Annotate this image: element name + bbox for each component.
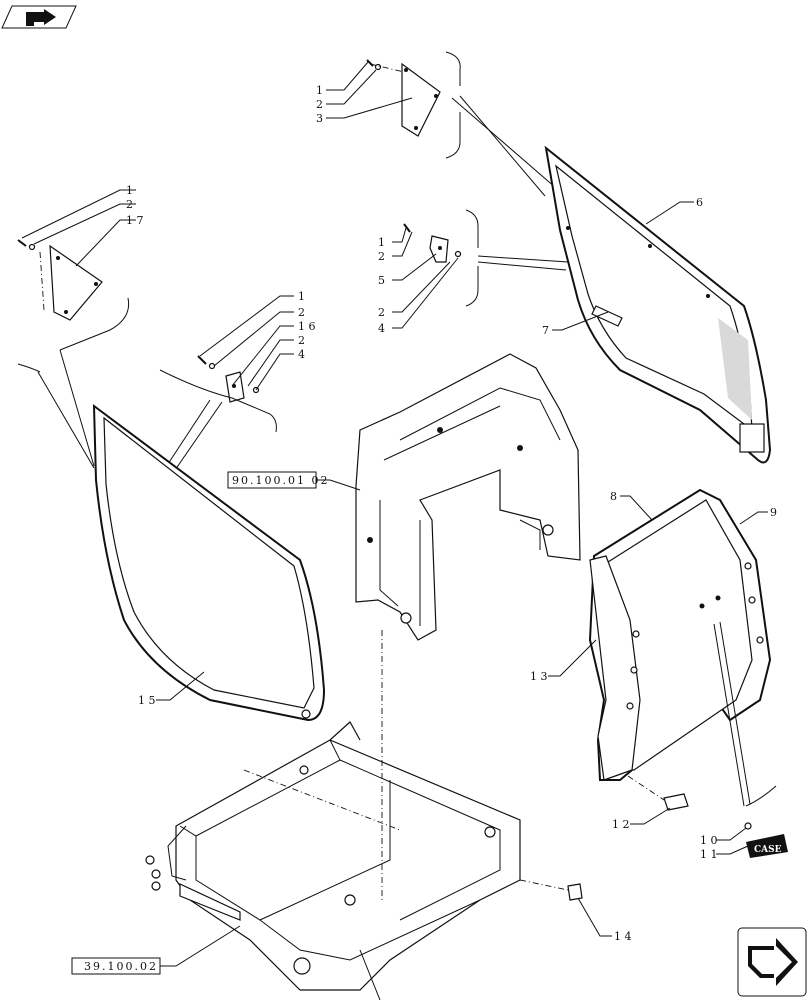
rear-cowl-panel: [588, 488, 772, 781]
spacer-bushing: [519, 879, 583, 901]
cab-frame-assembly: [355, 353, 581, 641]
callout-15: 1 5: [138, 694, 156, 707]
reference-chassis[interactable]: 39.100.02: [71, 957, 161, 975]
callout-2: 2: [378, 250, 385, 263]
left-gusset-bracket: [17, 239, 103, 321]
side-window-hinge: [197, 355, 260, 403]
callout-13: 1 3: [530, 670, 548, 683]
callout-1: 1: [298, 290, 305, 303]
callout-14: 1 4: [614, 930, 632, 943]
callout-4: 4: [378, 322, 385, 335]
callout-2: 2: [298, 306, 305, 319]
emblem-text: CASE: [754, 845, 782, 855]
upper-gusset-bracket: [366, 59, 441, 137]
side-window-glass: [92, 403, 326, 722]
reference-cab-frame[interactable]: 90.100.01 02: [227, 471, 329, 489]
callout-2: 2: [126, 198, 133, 211]
callout-7: 7: [542, 324, 549, 337]
callout-6: 6: [696, 196, 703, 209]
callout-11: 1 1: [700, 848, 718, 861]
callout-9: 9: [770, 506, 777, 519]
back-arrow-icon[interactable]: [1, 5, 77, 29]
cowl-bolt: [627, 775, 689, 811]
callout-12: 1 2: [612, 818, 630, 831]
callout-3: 3: [316, 112, 323, 125]
callout-1: 1: [126, 184, 133, 197]
callout-4: 4: [298, 348, 305, 361]
leader-lines: [21, 61, 768, 967]
reference-cab-frame-text: 90.100.01 02: [232, 474, 329, 487]
callout-2: 2: [378, 306, 385, 319]
callout-1: 1: [378, 236, 385, 249]
callout-1: 1: [316, 84, 323, 97]
reference-chassis-text: 39.100.02: [84, 960, 158, 973]
callout-5: 5: [378, 274, 385, 287]
forward-arrow-icon[interactable]: [737, 927, 807, 997]
chassis-frame: [145, 721, 521, 1001]
rear-window-glass: [544, 145, 772, 464]
callout-2: 2: [298, 334, 305, 347]
callout-16: 1 6: [298, 320, 316, 333]
case-emblem: CASE: [744, 822, 788, 858]
callout-2: 2: [316, 98, 323, 111]
callout-17: 1 7: [126, 214, 144, 227]
callout-10: 1 0: [700, 834, 718, 847]
callout-8: 8: [610, 490, 617, 503]
